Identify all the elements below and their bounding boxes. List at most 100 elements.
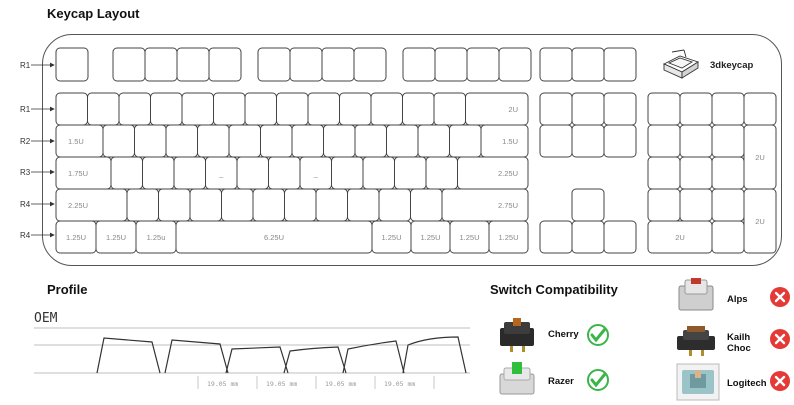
keycap-label-j_bump: _ — [313, 169, 319, 178]
row-arrows — [31, 62, 55, 238]
keycap — [679, 188, 713, 222]
keycap — [213, 92, 246, 126]
measurement-label: 19.05 mm — [384, 380, 415, 388]
check-mark — [590, 327, 607, 343]
keycap — [181, 92, 214, 126]
keycap — [252, 188, 285, 222]
keycap — [118, 92, 151, 126]
compatibility-icons — [587, 287, 790, 391]
keycap — [743, 92, 777, 126]
keycap — [228, 124, 261, 158]
keycap — [158, 188, 191, 222]
keycap — [603, 220, 637, 254]
keycap — [189, 188, 222, 222]
3dkeycap-brand: 3dkeycap — [710, 60, 754, 71]
keycap — [539, 220, 573, 254]
keycap-label-lwin: 1.25U — [106, 233, 126, 242]
keycap — [339, 92, 372, 126]
profile-diagram: 19.05 mm 19.05 mm 19.05 mm 19.05 mm — [34, 327, 470, 389]
profile-key-r4 — [283, 346, 347, 374]
keycap — [433, 92, 466, 126]
row-label: R1 — [20, 61, 31, 70]
check-mark — [590, 372, 607, 388]
keycap — [539, 92, 573, 126]
keycap-label-numplus: 2U — [755, 153, 765, 162]
row-label: R4 — [20, 200, 31, 209]
keycap — [603, 47, 637, 82]
keycap — [466, 47, 500, 82]
keycap-label-numenter: 2U — [755, 217, 765, 226]
keycap — [55, 47, 89, 82]
keycap — [679, 92, 713, 126]
keycap-numenter — [743, 188, 777, 254]
keycap — [378, 188, 411, 222]
keycap — [142, 156, 175, 190]
keycap — [291, 124, 324, 158]
keycap — [110, 156, 143, 190]
keycap-lshift — [55, 188, 128, 222]
keycap-label-enter: 2.25U — [498, 169, 518, 178]
keycap-label-menu: 1.25U — [459, 233, 479, 242]
switch-label-kailh-choc: Kailh Choc — [727, 332, 753, 354]
keycap — [711, 124, 745, 158]
keycap — [571, 188, 605, 222]
keycap — [87, 92, 120, 126]
keycap — [244, 92, 277, 126]
profile-key-r5 — [342, 340, 405, 374]
keycap — [55, 92, 88, 126]
keycap — [679, 156, 713, 190]
keycap — [571, 92, 605, 126]
keycap — [402, 92, 435, 126]
row-label: R1 — [20, 105, 31, 114]
keycap — [647, 124, 681, 158]
profile-measurements — [197, 376, 435, 389]
keycap — [647, 156, 681, 190]
keycap — [176, 47, 210, 82]
keycap-layout-title: Keycap Layout — [47, 6, 140, 21]
keycap-label-rshift: 2.75U — [498, 201, 518, 210]
keycap — [571, 220, 605, 254]
keycap — [236, 156, 269, 190]
cross-mark — [774, 375, 786, 387]
keycap — [434, 47, 468, 82]
keycap-label-lshift: 2.25U — [68, 201, 88, 210]
keycap — [362, 156, 395, 190]
keycap — [150, 92, 183, 126]
keycap — [276, 92, 309, 126]
keycap — [331, 156, 364, 190]
row-label: R2 — [20, 137, 31, 146]
keycap-backspace — [465, 92, 529, 126]
switch-label-cherry: Cherry — [548, 329, 579, 340]
keycap — [353, 47, 387, 82]
keycap — [394, 156, 427, 190]
keycap-label-backspace: 2U — [508, 105, 518, 114]
keycap-label-f_bump: _ — [218, 169, 224, 178]
kailh-choc-switch-image — [677, 326, 715, 356]
switch-label-kailh-choc-text: Kailh Choc — [727, 332, 751, 354]
keycap — [679, 124, 713, 158]
keycap — [539, 124, 573, 158]
keycap — [173, 156, 206, 190]
keycap — [370, 92, 403, 126]
keycap-label-lalt: 1.25u — [147, 233, 166, 242]
keycap — [347, 188, 380, 222]
keycap-label-caps: 1.75U — [68, 169, 88, 178]
keycap — [603, 124, 637, 158]
keycap — [354, 124, 387, 158]
keycap — [425, 156, 458, 190]
keycap — [711, 220, 745, 254]
keycap — [647, 92, 681, 126]
cross-mark — [774, 291, 786, 303]
keycap — [402, 47, 436, 82]
keycap-label-backslash: 1.5U — [502, 137, 518, 146]
3dkeycap-logo — [662, 49, 700, 79]
measurement-label: 19.05 mm — [325, 380, 356, 388]
keycap — [315, 188, 348, 222]
keycap-label-ralt: 1.25U — [381, 233, 401, 242]
keycap-label-rwin: 1.25U — [420, 233, 440, 242]
alps-switch-image — [678, 278, 714, 311]
switch-compatibility-title: Switch Compatibility — [490, 282, 618, 297]
keycap — [144, 47, 178, 82]
